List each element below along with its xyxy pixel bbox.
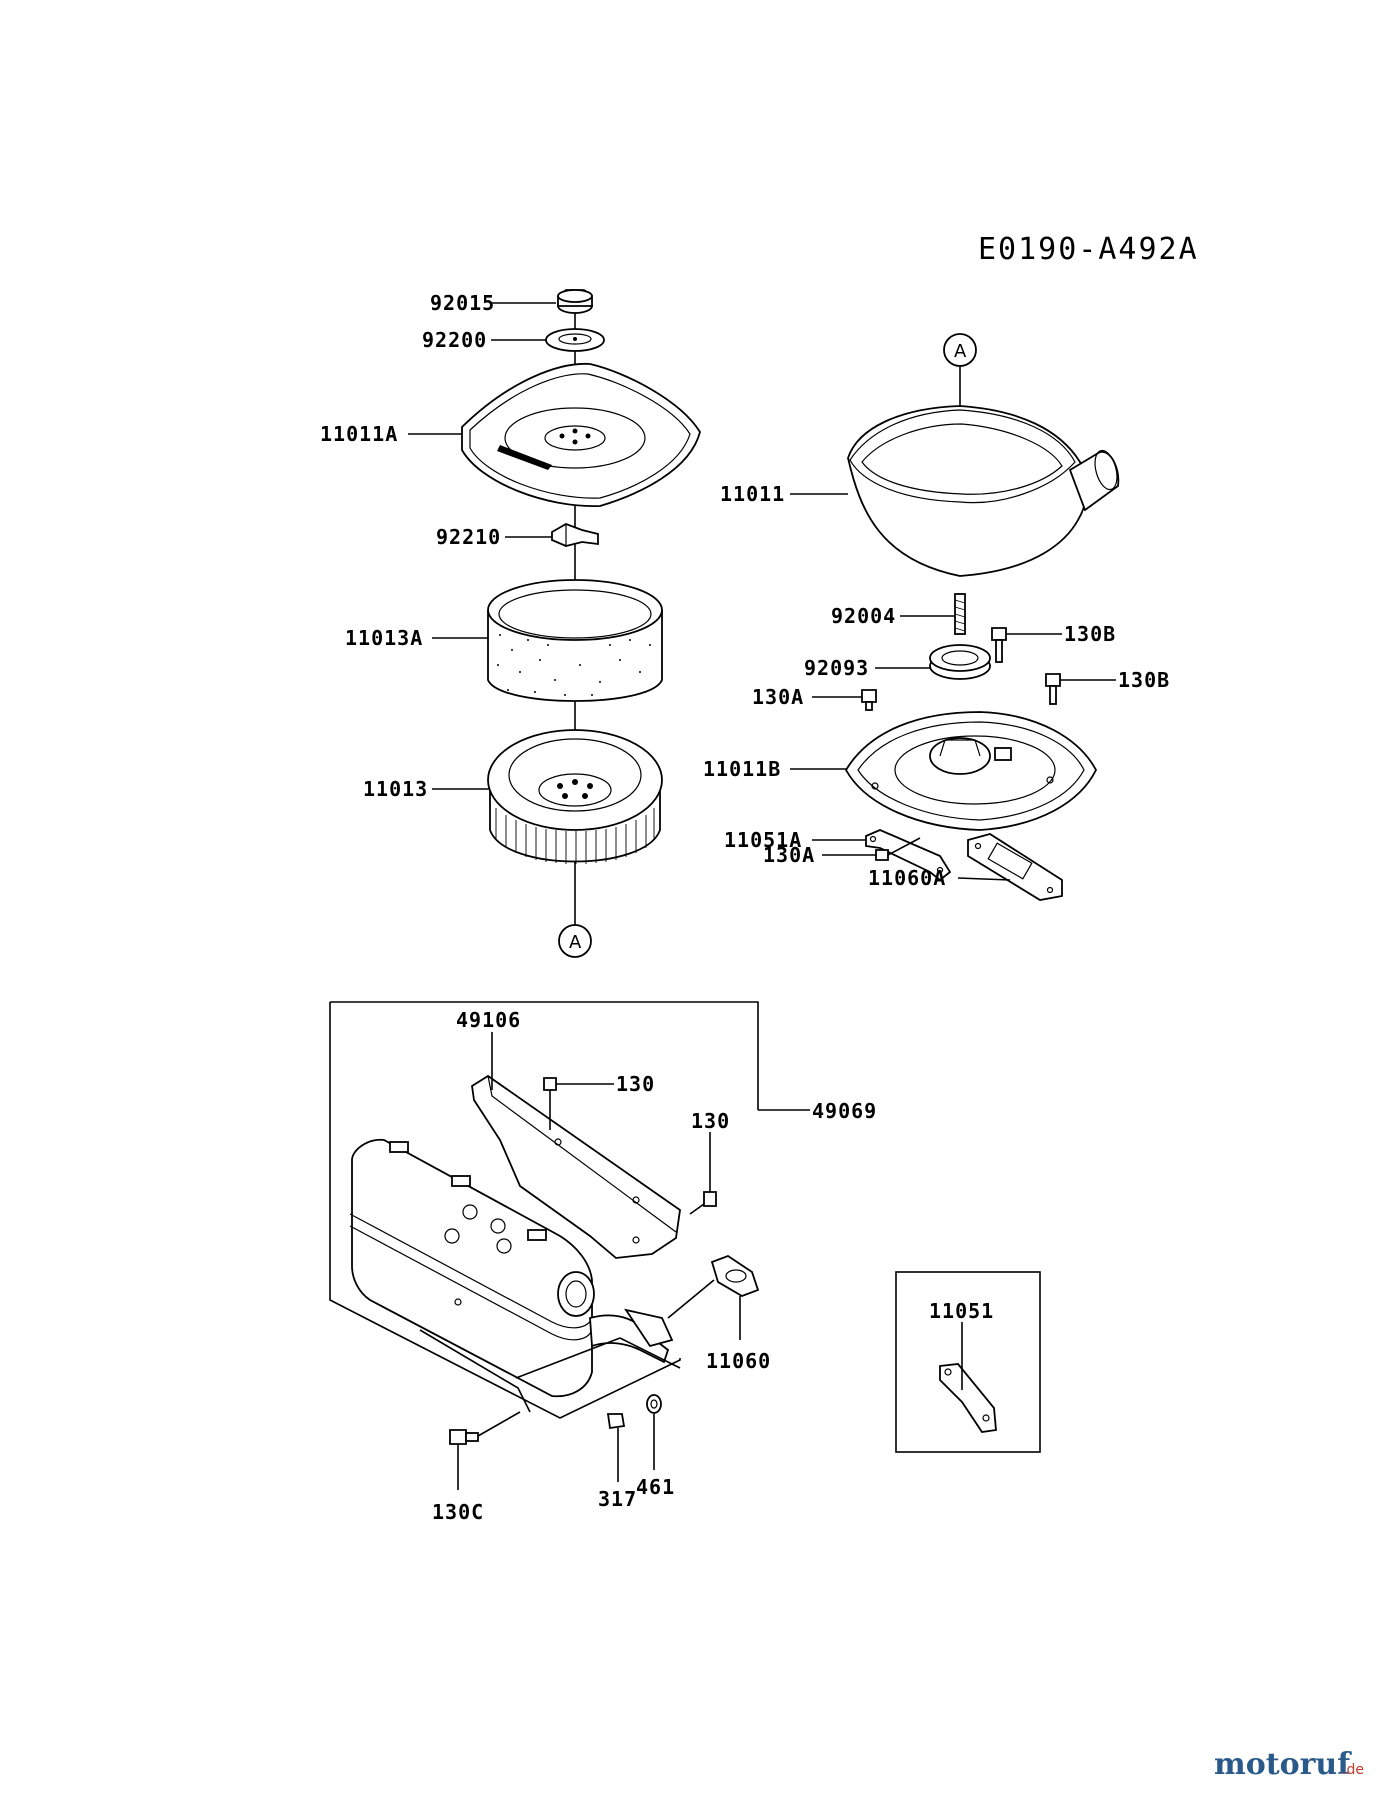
part-92210-clip <box>551 523 599 547</box>
leader-130A-2-ext <box>887 837 921 856</box>
assembly-lower-lines <box>419 1329 681 1413</box>
label-92093: 92093 <box>804 656 869 680</box>
leader-130-2-ext <box>689 1203 705 1215</box>
leader-11060A <box>957 877 1011 881</box>
part-exhaust-pipe <box>589 1308 674 1364</box>
label-11060A: 11060A <box>868 866 946 890</box>
part-92093-seal <box>929 644 991 680</box>
label-11011A: 11011A <box>320 422 398 446</box>
label-317: 317 <box>598 1487 637 1511</box>
part-11013A-foam-prefilter <box>487 579 663 702</box>
svg-text:A: A <box>954 341 967 362</box>
part-461-washer <box>646 1394 662 1414</box>
part-130-bolt-2 <box>703 1191 717 1207</box>
label-11013: 11013 <box>363 777 428 801</box>
label-92210: 92210 <box>436 525 501 549</box>
label-461: 461 <box>636 1475 675 1499</box>
label-49106: 49106 <box>456 1008 521 1032</box>
part-130B-bolt-1 <box>991 627 1007 663</box>
part-muffler-body <box>349 1138 595 1398</box>
part-130C-bolt <box>449 1429 479 1445</box>
label-11011B: 11011B <box>703 757 781 781</box>
watermark-logo: motoruf .de <box>1214 1747 1364 1782</box>
label-11013A: 11013A <box>345 626 423 650</box>
assembly-bracket-49069 <box>329 1001 759 1419</box>
reference-marker-a-top: A <box>943 333 977 367</box>
leader-130C-ext <box>477 1411 521 1437</box>
label-92004: 92004 <box>831 604 896 628</box>
part-130A-bolt-1 <box>861 689 877 711</box>
label-11011: 11011 <box>720 482 785 506</box>
part-11051A-bracket <box>865 829 952 882</box>
label-130-1: 130 <box>616 1072 655 1096</box>
part-11060A-gasket <box>967 833 1063 901</box>
label-92200: 92200 <box>422 328 487 352</box>
part-11013-paper-filter <box>487 729 663 864</box>
label-130B-1: 130B <box>1064 622 1116 646</box>
label-130A-2: 130A <box>763 843 815 867</box>
svg-text:motoruf: motoruf <box>1214 1747 1352 1782</box>
part-11011-air-cleaner-case <box>847 405 1120 577</box>
part-130-bolt-1 <box>543 1077 557 1091</box>
part-130B-bolt-2 <box>1045 673 1061 705</box>
part-49106-heat-shield <box>471 1074 681 1259</box>
svg-text:A: A <box>569 932 582 953</box>
part-317-nut <box>606 1413 626 1430</box>
label-92015: 92015 <box>430 291 495 315</box>
label-11060: 11060 <box>706 1349 771 1373</box>
label-130A-1: 130A <box>752 685 804 709</box>
label-49069: 49069 <box>812 1099 877 1123</box>
label-11051: 11051 <box>929 1299 994 1323</box>
part-11060-gasket <box>710 1254 760 1297</box>
label-130B-2: 130B <box>1118 668 1170 692</box>
label-130-2: 130 <box>691 1109 730 1133</box>
label-130C: 130C <box>432 1500 484 1524</box>
part-11011B-air-cleaner-base <box>844 711 1098 831</box>
svg-text:.de: .de <box>1342 1762 1364 1778</box>
reference-marker-a-bottom: A <box>558 924 592 958</box>
part-92200-washer <box>545 328 605 352</box>
part-11011A-air-cleaner-cover <box>461 362 701 507</box>
part-92015-wing-nut <box>557 289 593 314</box>
part-11051-bracket <box>939 1363 997 1433</box>
label-11051A: 11051A <box>724 828 802 852</box>
diagram-code: E0190-A492A <box>978 232 1199 267</box>
leader-11060-ext <box>667 1279 715 1319</box>
part-92004-stud <box>954 593 966 635</box>
inset-box-11051 <box>895 1271 1041 1453</box>
part-130A-bolt-2 <box>875 849 889 861</box>
